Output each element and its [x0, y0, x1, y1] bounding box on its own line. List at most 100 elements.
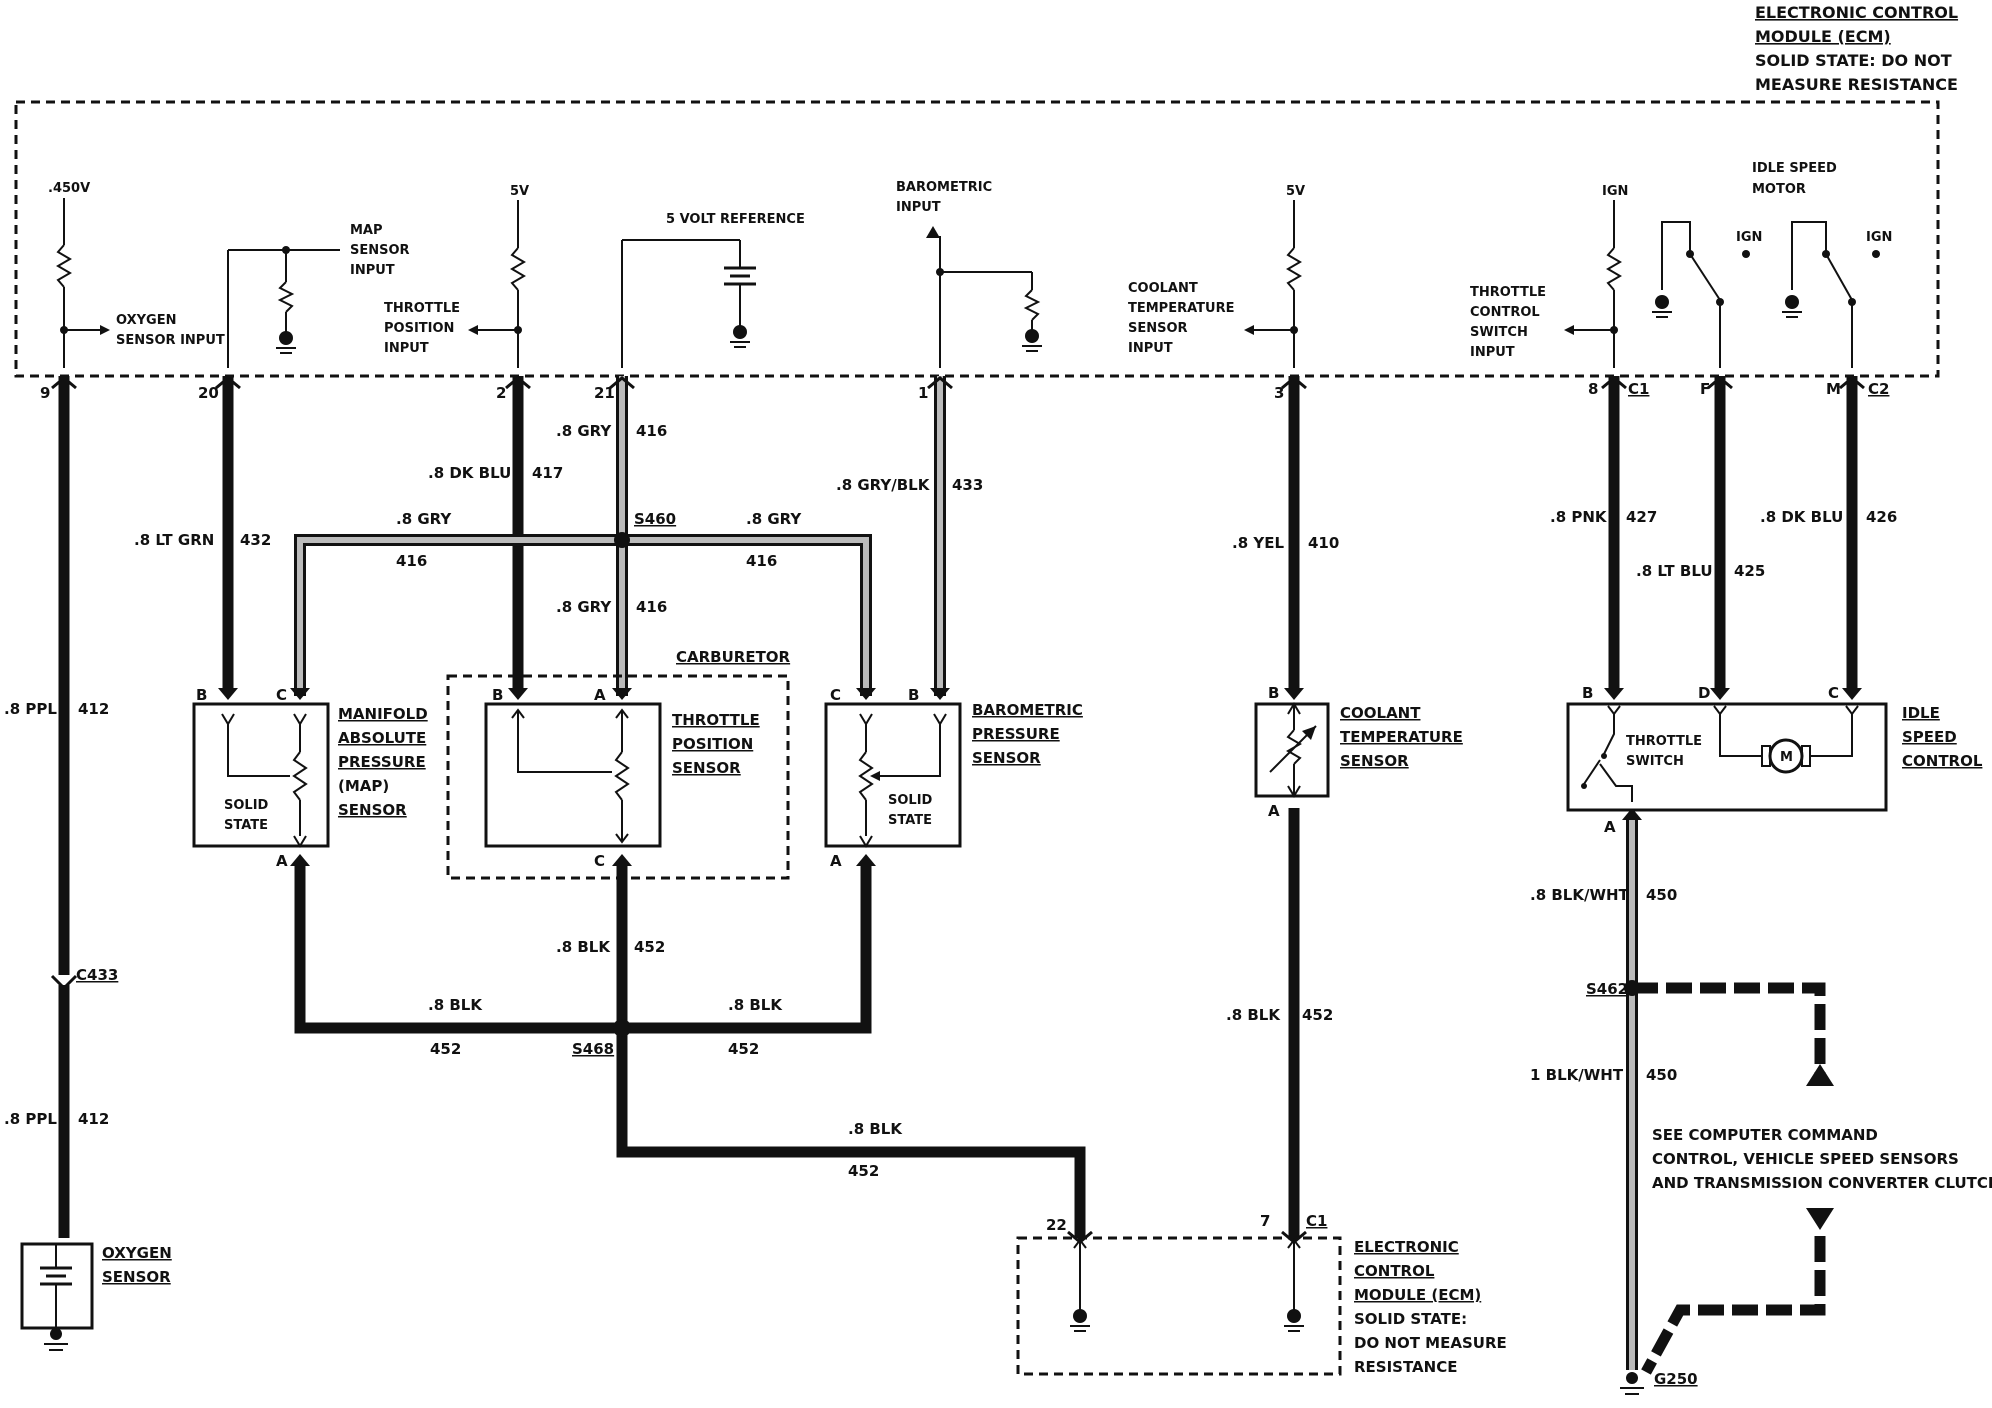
wire-412: .8 PPL 412 C433 .8 PPL 412	[4, 376, 118, 1238]
ts-input-label-1: THROTTLE	[1470, 285, 1546, 300]
w452a-circuit: 452	[430, 1040, 461, 1058]
oxygen-sensor: OXYGEN SENSOR	[20, 1242, 172, 1351]
isc-ign-1: IGN	[1736, 230, 1762, 245]
note-line-3: AND TRANSMISSION CONVERTER CLUTCH	[1652, 1174, 1992, 1192]
pin-8: 8	[1588, 380, 1598, 398]
ecm-map-input: MAP SENSOR INPUT	[227, 223, 410, 368]
ecm-top-title-4: MEASURE RESISTANCE	[1755, 75, 1958, 94]
ecm-top-title-2: MODULE (ECM)	[1755, 27, 1891, 46]
wire-433: .8 GRY/BLK 433	[836, 376, 983, 700]
w452e-circuit: 452	[1302, 1006, 1333, 1024]
coolant-temperature-sensor: B A COOLANT TEMPERATURE SENSOR	[1254, 684, 1463, 820]
wire-450: .8 BLK/WHT 450 S462 1 BLK/WHT 450 G250	[1530, 808, 1834, 1395]
w416c-color: .8 GRY	[746, 510, 802, 528]
ecm-top-title-1: ELECTRONIC CONTROL	[1755, 3, 1958, 22]
isc-pin-a: A	[1604, 818, 1616, 836]
w433-circuit: 433	[952, 476, 983, 494]
baro-name-1: BAROMETRIC	[972, 701, 1083, 719]
wire-426: .8 DK BLU 426	[1760, 376, 1897, 700]
map-inner-1: SOLID	[224, 798, 269, 813]
coolant-input-label-2: TEMPERATURE	[1128, 301, 1234, 316]
w450b-circuit: 450	[1646, 1066, 1677, 1084]
map-sensor: B C A SOLID STATE MANIFOLD ABSOLUTE PRES…	[192, 686, 428, 870]
ecm-bottom-module: 22 7 C1 ELECTRONIC CONTROL MODULE (ECM) …	[1016, 1212, 1507, 1376]
ecm-bottom-name-1: ELECTRONIC	[1354, 1238, 1459, 1256]
c433-label: C433	[76, 966, 118, 984]
o2-name-2: SENSOR	[102, 1268, 171, 1286]
map-input-label-3: INPUT	[350, 263, 395, 278]
isc-pin-d: D	[1698, 684, 1710, 702]
ecm-top-title-3: SOLID STATE: DO NOT	[1755, 51, 1952, 70]
w416d-color: .8 GRY	[556, 598, 612, 616]
cts-name-1: COOLANT	[1340, 704, 1421, 722]
ref-label: 5 VOLT REFERENCE	[666, 212, 805, 227]
w433-color: .8 GRY/BLK	[836, 476, 931, 494]
s462-label: S462	[1586, 980, 1628, 998]
w416a-color: .8 GRY	[556, 422, 612, 440]
tps-input-label-3: INPUT	[384, 341, 429, 356]
wire-452: .8 BLK 452 .8 BLK 452 S468 .8 BLK 452 .8…	[290, 808, 1333, 1238]
isc-pin-c: C	[1828, 684, 1839, 702]
w416b-circuit: 416	[396, 552, 427, 570]
tps-input-label-1: THROTTLE	[384, 301, 460, 316]
pin-2: 2	[496, 384, 506, 402]
map-pin-a: A	[276, 852, 288, 870]
pin-1: 1	[918, 384, 928, 402]
w452d-circuit: 452	[848, 1162, 879, 1180]
wire-416: .8 GRY 416 .8 GRY 416 S460 .8 GRY 416 .8…	[290, 376, 876, 700]
carburetor: CARBURETOR	[446, 648, 791, 880]
map-input-label-2: SENSOR	[350, 243, 410, 258]
ts-input-label-2: CONTROL	[1470, 305, 1540, 320]
oxygen-input-label-1: OXYGEN	[116, 313, 176, 328]
w412b-color: .8 PPL	[4, 1110, 57, 1128]
tps-pin-c: C	[594, 852, 605, 870]
w417-circuit: 417	[532, 464, 563, 482]
wire-425: .8 LT BLU 425	[1636, 376, 1765, 700]
map-name-1: MANIFOLD	[338, 705, 428, 723]
isc-motor-label-1: IDLE SPEED	[1752, 161, 1837, 176]
isc-motor-m: M	[1780, 750, 1793, 765]
ecm-bottom-name-4: SOLID STATE:	[1354, 1310, 1467, 1328]
oxygen-input-label-2: SENSOR INPUT	[116, 333, 225, 348]
map-inner-2: STATE	[224, 818, 268, 833]
note-line-2: CONTROL, VEHICLE SPEED SENSORS	[1652, 1150, 1959, 1168]
see-note: SEE COMPUTER COMMAND CONTROL, VEHICLE SP…	[1652, 1126, 1992, 1192]
cts-name-3: SENSOR	[1340, 752, 1409, 770]
pin-20: 20	[198, 384, 219, 402]
connector-c1-top: C1	[1628, 380, 1649, 398]
baro-pin-b: B	[908, 686, 919, 704]
w417-color: .8 DK BLU	[428, 464, 511, 482]
map-name-5: SENSOR	[338, 801, 407, 819]
ecm-bottom-pin-22: 22	[1046, 1216, 1067, 1234]
s460-label: S460	[634, 510, 676, 528]
isc-name-1: IDLE	[1902, 704, 1940, 722]
g250-label: G250	[1654, 1370, 1698, 1388]
ecm-tps-input: 5V THROTTLE POSITION INPUT	[384, 184, 529, 368]
w452d-color: .8 BLK	[848, 1120, 903, 1138]
pin-f: F	[1700, 380, 1710, 398]
tps-pin-b: B	[492, 686, 503, 704]
isc-inner-1: THROTTLE	[1626, 734, 1702, 749]
tps-name-3: SENSOR	[672, 759, 741, 777]
w450b-color: 1 BLK/WHT	[1530, 1066, 1624, 1084]
isc-ign-2: IGN	[1866, 230, 1892, 245]
w412b-circuit: 412	[78, 1110, 109, 1128]
ecm-coolant-input: COOLANT TEMPERATURE SENSOR INPUT 5V	[1128, 184, 1305, 368]
w450a-circuit: 450	[1646, 886, 1677, 904]
ecm-bottom-c1: C1	[1306, 1212, 1327, 1230]
w452c-circuit: 452	[728, 1040, 759, 1058]
ign-voltage: IGN	[1602, 184, 1628, 199]
w425-circuit: 425	[1734, 562, 1765, 580]
w427-color: .8 PNK	[1550, 508, 1608, 526]
w426-color: .8 DK BLU	[1760, 508, 1843, 526]
tps-input-label-2: POSITION	[384, 321, 454, 336]
ecm-bottom-name-6: RESISTANCE	[1354, 1358, 1457, 1376]
isc-name-3: CONTROL	[1902, 752, 1983, 770]
w412a-color: .8 PPL	[4, 700, 57, 718]
w416c-circuit: 416	[746, 552, 777, 570]
coolant-input-label-3: SENSOR	[1128, 321, 1188, 336]
w425-color: .8 LT BLU	[1636, 562, 1713, 580]
cts-pin-b: B	[1268, 684, 1279, 702]
w410-circuit: 410	[1308, 534, 1339, 552]
